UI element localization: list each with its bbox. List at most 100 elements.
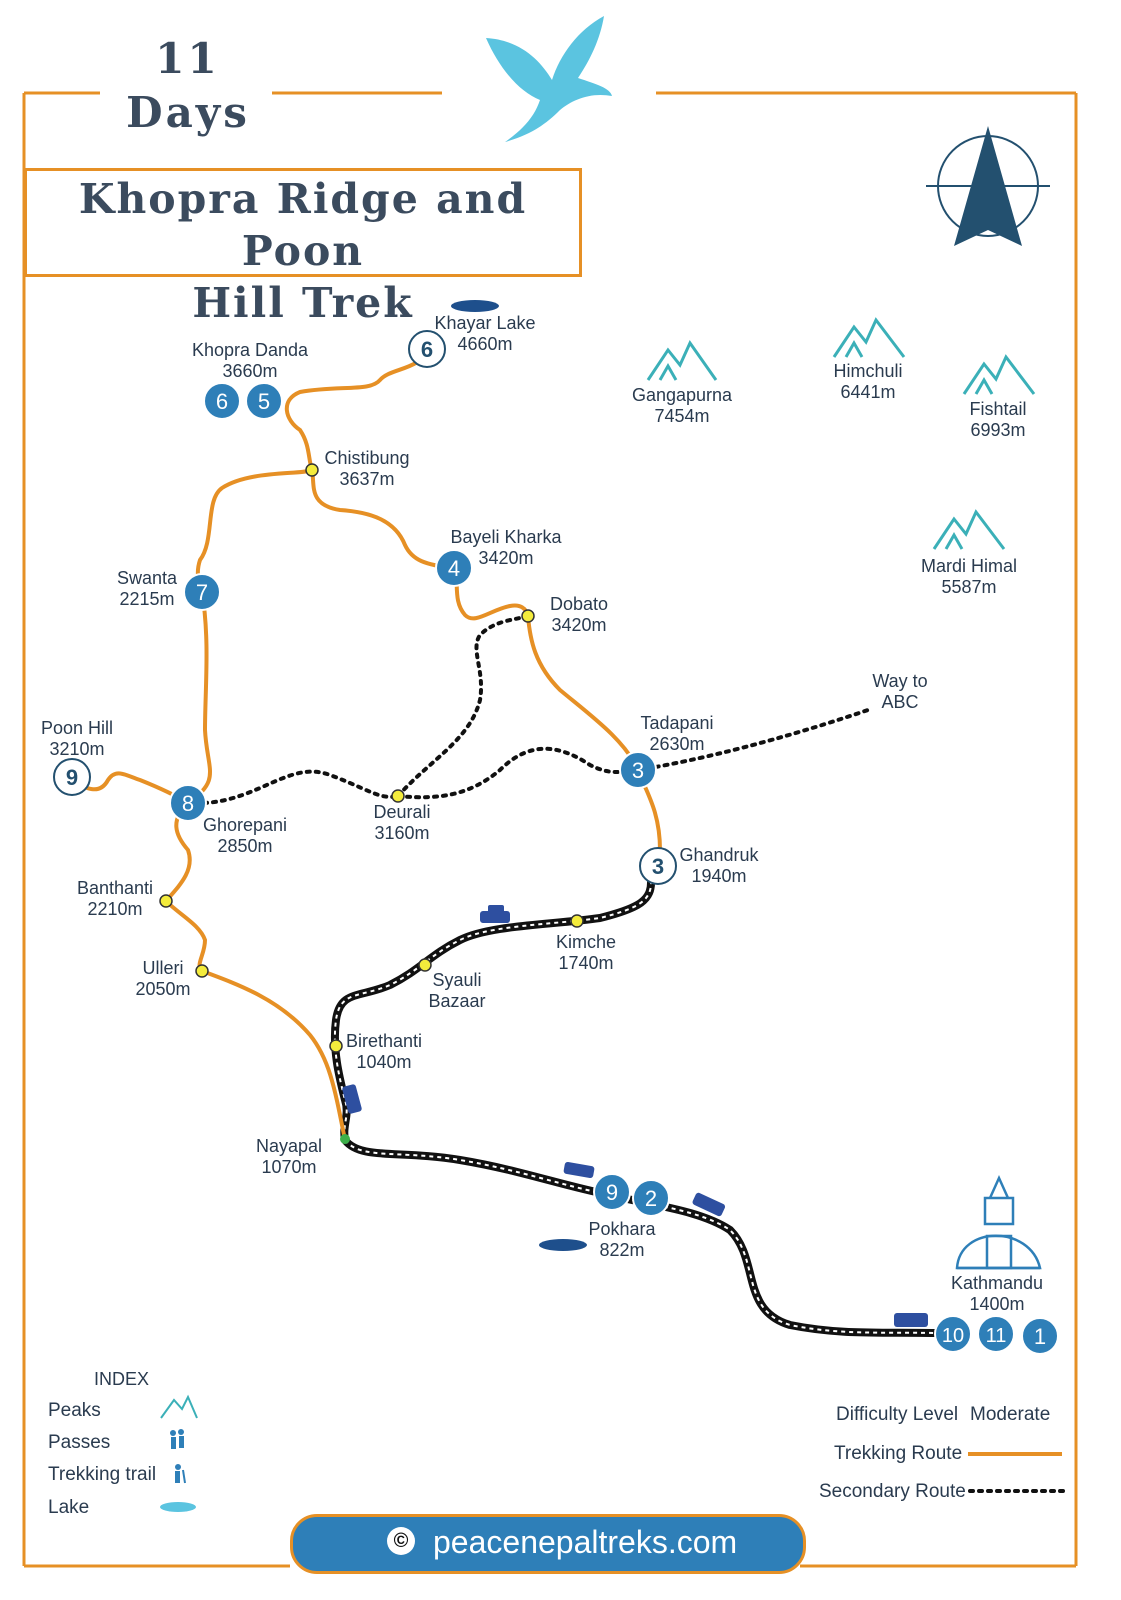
waypoint-kimche xyxy=(570,914,584,928)
legend-lake-icon xyxy=(160,1502,196,1512)
difficulty-label: Difficulty Level xyxy=(836,1404,959,1425)
legend-trekking-trail: Trekking trail xyxy=(48,1464,157,1485)
copyright-icon: © xyxy=(387,1527,415,1555)
waypoint-dobato xyxy=(521,609,535,623)
days-label: Days xyxy=(126,88,250,137)
day-marker-label: 9 xyxy=(66,765,78,790)
day-marker-label: 11 xyxy=(986,1325,1007,1347)
day-marker-label: 3 xyxy=(652,854,664,879)
day-marker-circle xyxy=(593,1173,631,1211)
day-marker-circle xyxy=(169,784,207,822)
waypoint-banthanti xyxy=(159,894,173,908)
legend-title: INDEX xyxy=(94,1369,150,1389)
waypoint-ulleri xyxy=(195,964,209,978)
days-count: 11 xyxy=(155,34,220,83)
website-link[interactable]: peacenepaltreks.com xyxy=(433,1524,738,1560)
legend-peak-icon xyxy=(160,1394,198,1419)
day-marker-label: 7 xyxy=(196,580,208,605)
trek-title-line2: Hill Trek xyxy=(192,279,414,327)
day-marker-label: 2 xyxy=(645,1186,657,1211)
peak-icon-fishtail xyxy=(962,354,1036,395)
legend-passes: Passes xyxy=(48,1432,111,1453)
peak-icon-mardi-himal xyxy=(932,509,1006,550)
waypoint-chistibung xyxy=(305,463,319,477)
waypoint-syauli xyxy=(418,958,432,972)
bus-icon xyxy=(692,1192,928,1327)
title-box: Khopra Ridge and Poon Hill Trek xyxy=(24,168,582,327)
day-marker-circle xyxy=(619,751,657,789)
day-marker-label: 10 xyxy=(942,1325,964,1347)
trek-title: Khopra Ridge and Poon Hill Trek xyxy=(27,173,579,329)
compass-icon xyxy=(926,126,1050,246)
day-marker-label: 3 xyxy=(632,758,644,783)
day-marker-label: 9 xyxy=(606,1180,618,1205)
waypoint-deurali xyxy=(391,789,405,803)
day-marker-label: 6 xyxy=(216,389,228,414)
day-marker-circle xyxy=(183,573,221,611)
day-marker-label: 5 xyxy=(258,389,270,414)
difficulty-value: Moderate xyxy=(970,1404,1051,1425)
day-marker-circle xyxy=(408,330,446,368)
road-route xyxy=(330,879,936,1337)
bird-icon xyxy=(486,16,612,142)
waypoint-nayapal xyxy=(340,1134,350,1144)
outer-frame xyxy=(22,91,1078,1568)
day-marker-circle xyxy=(632,1179,670,1217)
day-marker-circle xyxy=(1021,1317,1059,1355)
day-marker-circle xyxy=(435,549,473,587)
day-marker-label: 1 xyxy=(1034,1324,1046,1349)
pokhara-lake-icon xyxy=(539,1239,587,1251)
peak-icon-gangapurna xyxy=(646,339,718,381)
legend-trail-icon xyxy=(175,1464,186,1484)
day-marker-label: 8 xyxy=(182,791,194,816)
stupa-icon xyxy=(955,1174,1042,1270)
waypoints xyxy=(159,463,584,1053)
legend-passes-icon xyxy=(170,1429,184,1449)
day-marker-circle xyxy=(203,382,241,420)
trek-title-line1: Khopra Ridge and Poon xyxy=(78,175,528,275)
legend-lake: Lake xyxy=(48,1497,90,1518)
legend-trekking-route: Trekking Route xyxy=(834,1443,963,1464)
legend-secondary-route: Secondary Route xyxy=(819,1481,966,1502)
jeep-icon xyxy=(342,905,595,1179)
day-marker-label: 6 xyxy=(421,337,433,362)
day-marker-circle xyxy=(245,382,283,420)
day-marker-circle xyxy=(53,758,91,796)
legend-peaks: Peaks xyxy=(48,1400,101,1421)
peak-icon-himchuli xyxy=(832,317,906,358)
khayar-lake-icon xyxy=(451,300,499,312)
day-marker-circle xyxy=(934,1315,972,1353)
day-marker-circle xyxy=(639,847,677,885)
footer-banner: © peacenepaltreks.com xyxy=(290,1514,806,1574)
waypoint-birethanti xyxy=(329,1039,343,1053)
day-marker-label: 4 xyxy=(448,556,460,581)
day-marker-circle xyxy=(977,1315,1015,1353)
secondary-routes xyxy=(202,614,870,805)
